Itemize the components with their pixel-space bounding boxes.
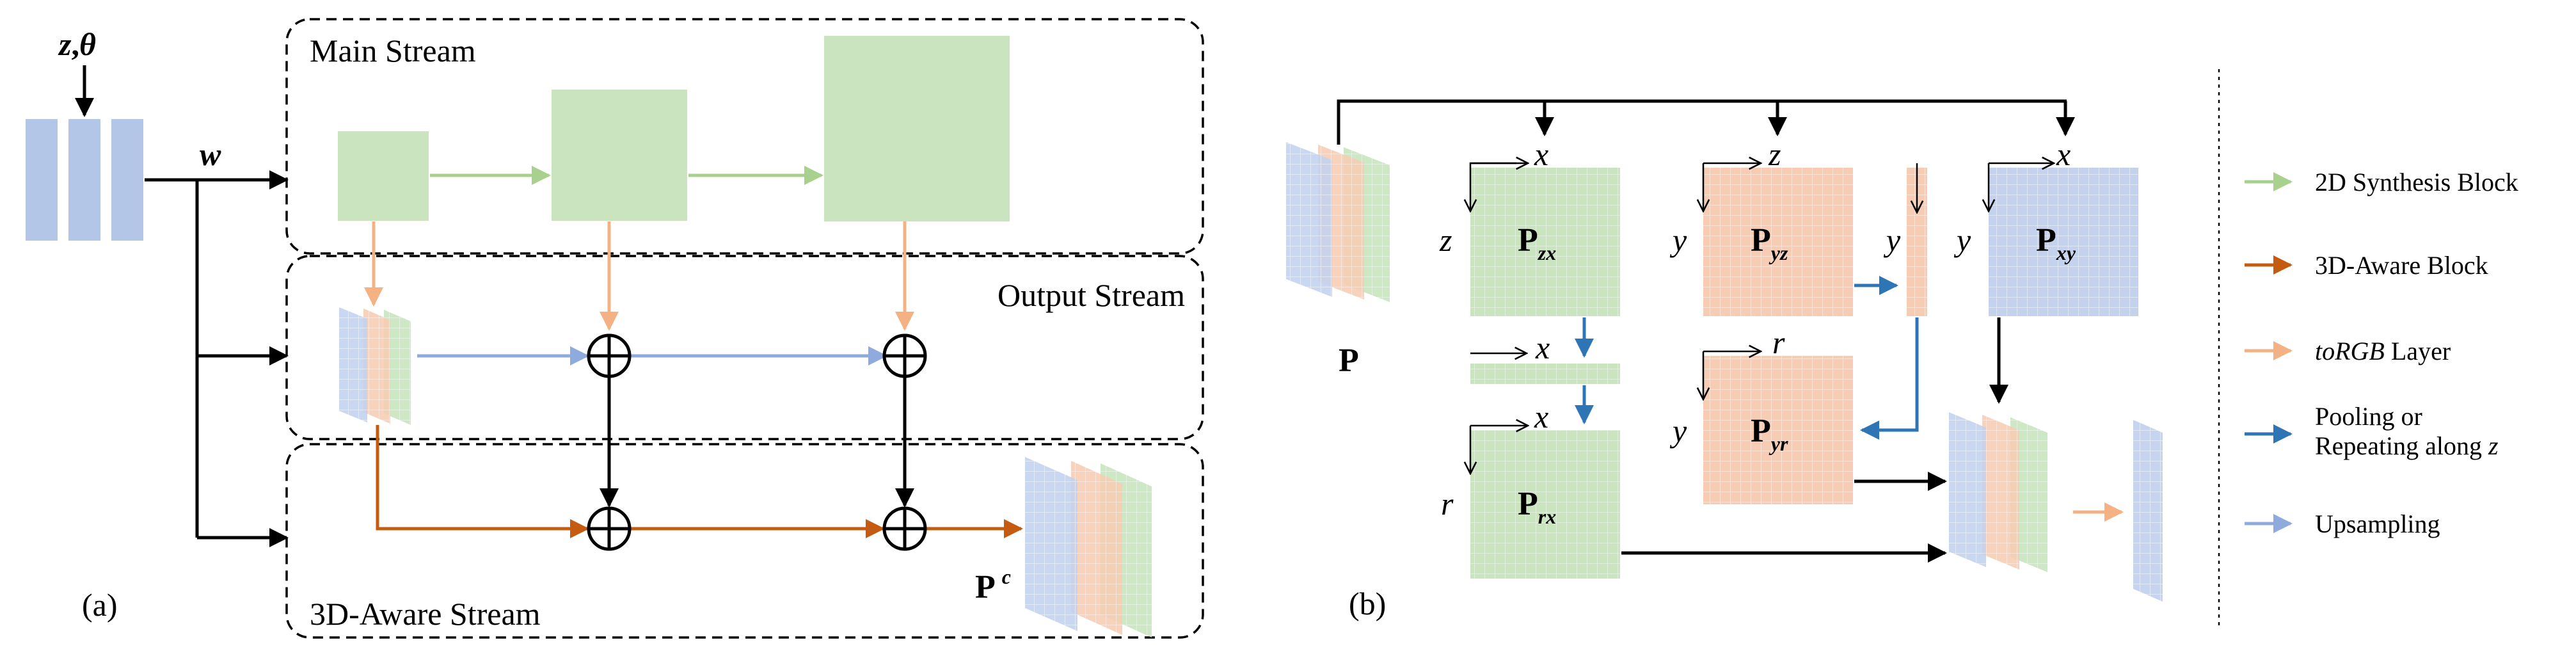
plane-yr: r y Pyr — [1669, 324, 1853, 504]
aware-arrow-1 — [376, 425, 589, 538]
plane-zx: x z Pzx — [1439, 136, 1620, 316]
legend-upsampling-label: Upsampling — [2315, 509, 2440, 538]
distribution-line — [1337, 99, 2067, 145]
input-label: z,θ — [58, 26, 96, 62]
plane-yz-h-axis: z — [1768, 136, 1781, 172]
legend-3d-aware-label: 3D-Aware Block — [2315, 251, 2488, 280]
mapping-bar-1 — [26, 119, 58, 241]
aware-stream-title: 3D-Aware Stream — [310, 596, 541, 632]
legend-item-synthesis: 2D Synthesis Block — [2245, 168, 2518, 196]
repeat-arrow-yr — [1860, 317, 1919, 440]
legend-item-torgb: toRGB Layer — [2245, 337, 2451, 365]
rendered-output-plane — [2133, 420, 2163, 602]
output-stream-title: Output Stream — [998, 277, 1185, 313]
plane-yz-v-axis: y — [1669, 222, 1687, 258]
legend-synthesis-label: 2D Synthesis Block — [2315, 168, 2518, 196]
synthesis-block-2 — [552, 90, 687, 221]
strip-y: y — [1883, 163, 1927, 316]
plane-zx-v-axis: z — [1439, 222, 1452, 258]
plane-yr-label: Pyr — [1751, 413, 1788, 455]
plane-rx-v-axis: r — [1441, 486, 1454, 522]
legend-item-upsampling: Upsampling — [2245, 509, 2440, 538]
plane-yz: z y Pyz — [1669, 136, 1853, 316]
add-node-aware-1 — [587, 506, 632, 551]
panel-b-label: (b) — [1349, 586, 1386, 621]
plane-xy-label: Pxy — [2036, 222, 2076, 264]
final-triplane — [1025, 457, 1152, 637]
plane-zx-h-axis: x — [1534, 136, 1548, 172]
panel-b: P x z Pzx x x r Pr — [1286, 99, 2163, 621]
input-label: P — [1339, 342, 1359, 379]
mapping-bar-3 — [111, 119, 143, 241]
legend: 2D Synthesis Block 3D-Aware Block toRGB … — [2245, 168, 2518, 538]
aware-stream-box — [285, 443, 1204, 639]
strip-x: x — [1470, 330, 1620, 384]
synthesis-block-1 — [338, 131, 429, 221]
plane-rx-h-axis: x — [1534, 399, 1548, 435]
strip-x-label: x — [1535, 330, 1550, 365]
legend-item-3d-aware: 3D-Aware Block — [2245, 251, 2488, 280]
synthesis-block-3 — [824, 36, 1010, 221]
panel-a: z,θ w Main Stream Output Stream 3D-Aware… — [26, 18, 1204, 639]
legend-torgb-label: toRGB Layer — [2315, 337, 2451, 365]
add-node-output-1 — [587, 333, 632, 378]
strip-y-label: y — [1883, 222, 1901, 258]
w-label: w — [200, 136, 221, 172]
legend-item-pooling: Pooling or Repeating along z — [2245, 402, 2499, 460]
plane-yr-h-axis: r — [1772, 324, 1785, 360]
plane-rx-label: Prx — [1518, 486, 1556, 528]
output-label-sup: c — [1002, 565, 1011, 588]
output-stream-box — [285, 255, 1204, 440]
output-triplane — [339, 307, 411, 425]
plane-rx: x r Prx — [1441, 399, 1620, 579]
add-node-output-2 — [882, 333, 927, 378]
plane-yz-label: Pyz — [1751, 222, 1788, 264]
add-node-aware-2 — [882, 506, 927, 551]
plane-xy-v-axis: y — [1953, 222, 1971, 258]
plane-zx-label: Pzx — [1518, 222, 1556, 264]
main-stream-title: Main Stream — [310, 33, 476, 68]
panel-a-label: (a) — [82, 587, 118, 623]
input-label-theta: θ — [79, 26, 96, 62]
input-label-z: z — [58, 26, 72, 62]
legend-pooling-line2: Repeating along z — [2315, 431, 2499, 460]
mapping-bar-2 — [68, 119, 100, 241]
plane-xy: x y Pxy — [1953, 136, 2138, 316]
plane-xy-h-axis: x — [2056, 136, 2071, 172]
combined-triplane — [1949, 412, 2047, 572]
plane-yr-v-axis: y — [1669, 413, 1687, 449]
input-triplane — [1286, 142, 1390, 302]
mapping-network — [26, 119, 143, 241]
legend-pooling-line1: Pooling or — [2315, 402, 2422, 431]
main-stream-box — [285, 18, 1204, 255]
